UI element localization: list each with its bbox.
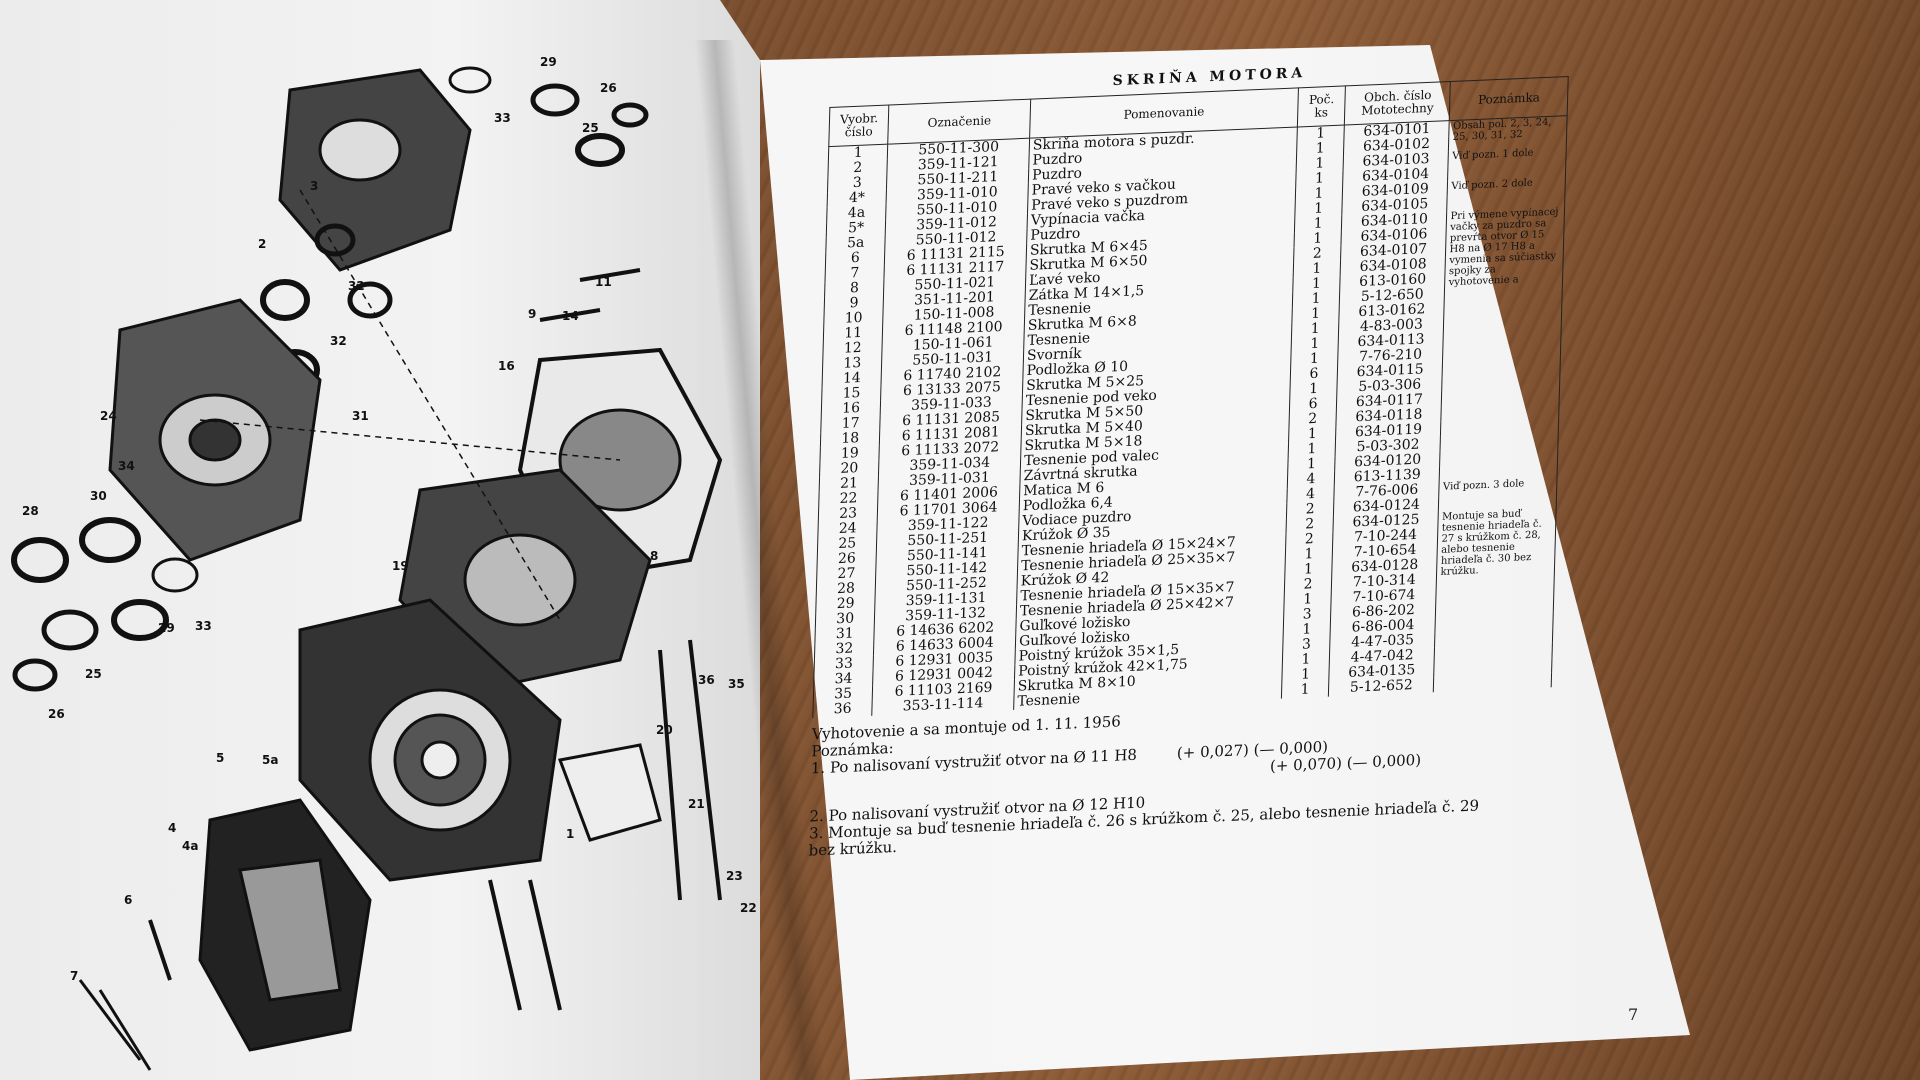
part-quantity: 1 [1281,681,1329,699]
diagram-label-1: 1 [566,827,574,841]
part-figure-number: 36 [812,701,873,719]
diagram-label-24: 24 [100,409,117,423]
part-note: Obsah pol. 2, 3, 24, 25, 30, 31, 32 [1448,115,1568,152]
diagram-label-2: 2 [258,237,266,251]
exploded-engine-diagram: 29 26 33 25 2 3 32 32 31 9 14 11 16 24 3… [11,55,757,1071]
diagram-label-30: 30 [90,489,107,503]
part-note: Viď pozn. 3 dole [1438,476,1558,512]
diagram-label-3: 3 [310,179,318,193]
header-note: Poznámka [1449,76,1569,121]
diagram-label-5a: 5a [262,753,278,767]
diagram-label-6: 6 [124,893,132,907]
diagram-label-34: 34 [118,459,135,473]
diagram-label-29: 29 [540,55,557,69]
header-quantity: Poč. ks [1297,85,1346,127]
diagram-label-32b: 32 [330,334,347,348]
diagram-label-35: 35 [728,677,745,691]
diagram-label-25b: 25 [85,667,102,681]
diagram-label-25: 25 [582,121,599,135]
diagram-label-5: 5 [216,751,224,765]
diagram-label-16: 16 [498,359,515,373]
diagram-label-11: 11 [595,275,612,289]
diagram-label-20: 20 [656,723,673,737]
page-number: 7 [1628,1005,1639,1024]
diagram-label-26b: 26 [48,707,65,721]
part-catalog-number: 5-12-652 [1328,677,1435,697]
diagram-label-32: 32 [348,279,365,293]
diagram-label-33: 33 [494,111,511,125]
diagram-label-29b: 29 [158,621,175,635]
diagram-label-21: 21 [688,797,705,811]
diagram-label-4: 4 [168,821,176,835]
parts-table: Vyobr. číslo Označenie Pomenovanie Poč. … [812,76,1569,719]
diagram-label-8: 8 [650,549,658,563]
diagram-label-4a: 4a [182,839,198,853]
diagram-label-28: 28 [22,504,39,518]
diagram-label-14: 14 [562,309,579,323]
header-figure-number: Vyobr. číslo [828,105,890,147]
part-note: Pri výmene vypínacej vačky za puzdro sa … [1439,206,1565,482]
diagram-label-31: 31 [352,409,369,423]
diagram-label-9: 9 [528,307,536,321]
header-designation: Označenie [888,99,1031,145]
diagram-label-33b: 33 [195,619,212,633]
diagram-label-26: 26 [600,81,617,95]
tolerance-2: (+ 0,070) (— 0,000) [1269,750,1422,776]
diagram-label-36: 36 [698,673,715,687]
part-note: Montuje sa buď tesnenie hriadeľa č. 27 s… [1435,506,1557,618]
parts-list-page: SKRIŇA MOTORA Vyobr. číslo Označenie Pom… [808,53,1589,860]
diagram-label-22: 22 [740,901,757,915]
header-catalog-number: Obch. číslo Mototechny [1344,81,1451,125]
diagram-label-19: 19 [392,559,409,573]
diagram-label-7: 7 [70,969,78,983]
diagram-label-23: 23 [726,869,743,883]
